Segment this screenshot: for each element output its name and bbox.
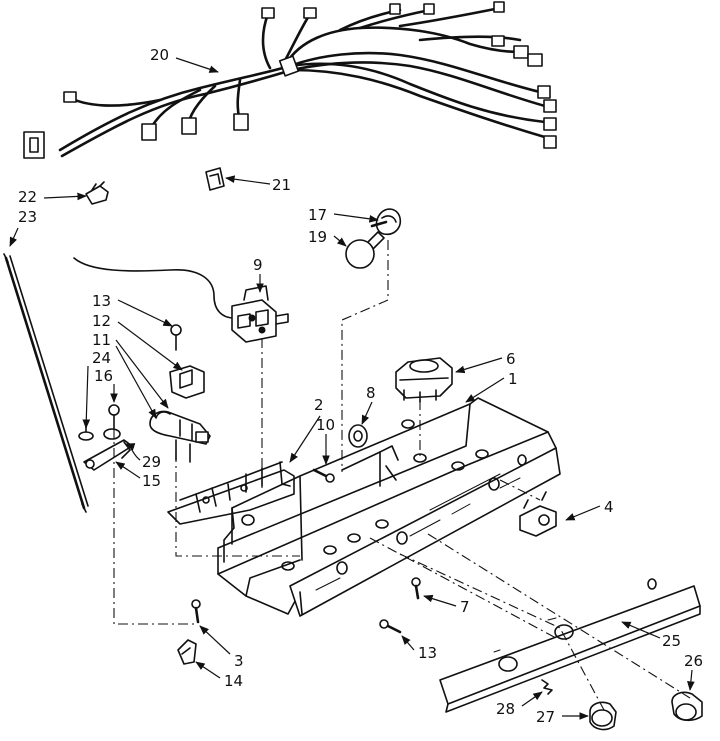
part-21-clip [205,167,225,191]
part-23-rod [3,253,89,513]
part-7-screw [411,577,421,600]
part-27-knob [589,701,617,731]
part-11-thermostat [149,410,211,463]
part-4-switch [519,491,557,537]
callout-19: 19 [308,228,327,246]
part-6-control-module [395,357,453,403]
callout-20: 20 [150,46,169,64]
part-17-lamp-socket [370,208,402,236]
callout-13-bottom: 13 [418,644,437,662]
part-22-clip [85,181,109,205]
callout-29: 29 [142,453,161,471]
part-12-bracket [169,365,205,399]
part-13-screw-bottom [379,619,402,634]
part-2-bracket [167,461,295,525]
part-3-screw [191,599,201,624]
callout-23: 23 [18,208,37,226]
callout-21: 21 [272,176,291,194]
part-19-light-bulb [345,231,385,269]
callout-14: 14 [224,672,243,690]
callout-13-top: 13 [92,292,111,310]
callout-labels: 20 21 22 23 17 19 9 13 12 11 24 16 29 15… [18,46,703,726]
callout-12: 12 [92,312,111,330]
callout-28: 28 [496,700,515,718]
callout-1: 1 [508,370,518,388]
part-14-clip [177,639,197,665]
callout-10: 10 [316,416,335,434]
part-8-grommet [348,424,368,448]
callout-22: 22 [18,188,37,206]
part-1-control-housing [217,397,561,617]
callout-6: 6 [506,350,516,368]
callout-24: 24 [92,349,111,367]
wiring-harness [23,1,557,159]
part-13-screw-top [170,324,182,351]
callout-3: 3 [234,652,244,670]
part-28-spring [541,679,553,695]
callout-16: 16 [94,367,113,385]
part-16-screw [108,404,120,429]
callout-2: 2 [314,396,324,414]
alignment-lines [113,240,691,711]
callout-27: 27 [536,708,555,726]
callout-4: 4 [604,498,614,516]
part-24-washer [78,425,94,441]
callout-8: 8 [366,384,376,402]
part-9-relay [73,257,289,343]
part-10-screw [312,468,335,483]
callout-26: 26 [684,652,703,670]
callout-15: 15 [142,472,161,490]
callout-25: 25 [662,632,681,650]
callout-9: 9 [253,256,263,274]
leader-lines [9,57,695,720]
callout-17: 17 [308,206,327,224]
part-25-control-panel [439,578,701,713]
part-26-knob [671,691,703,722]
callout-11: 11 [92,331,111,349]
callout-7: 7 [460,598,470,616]
